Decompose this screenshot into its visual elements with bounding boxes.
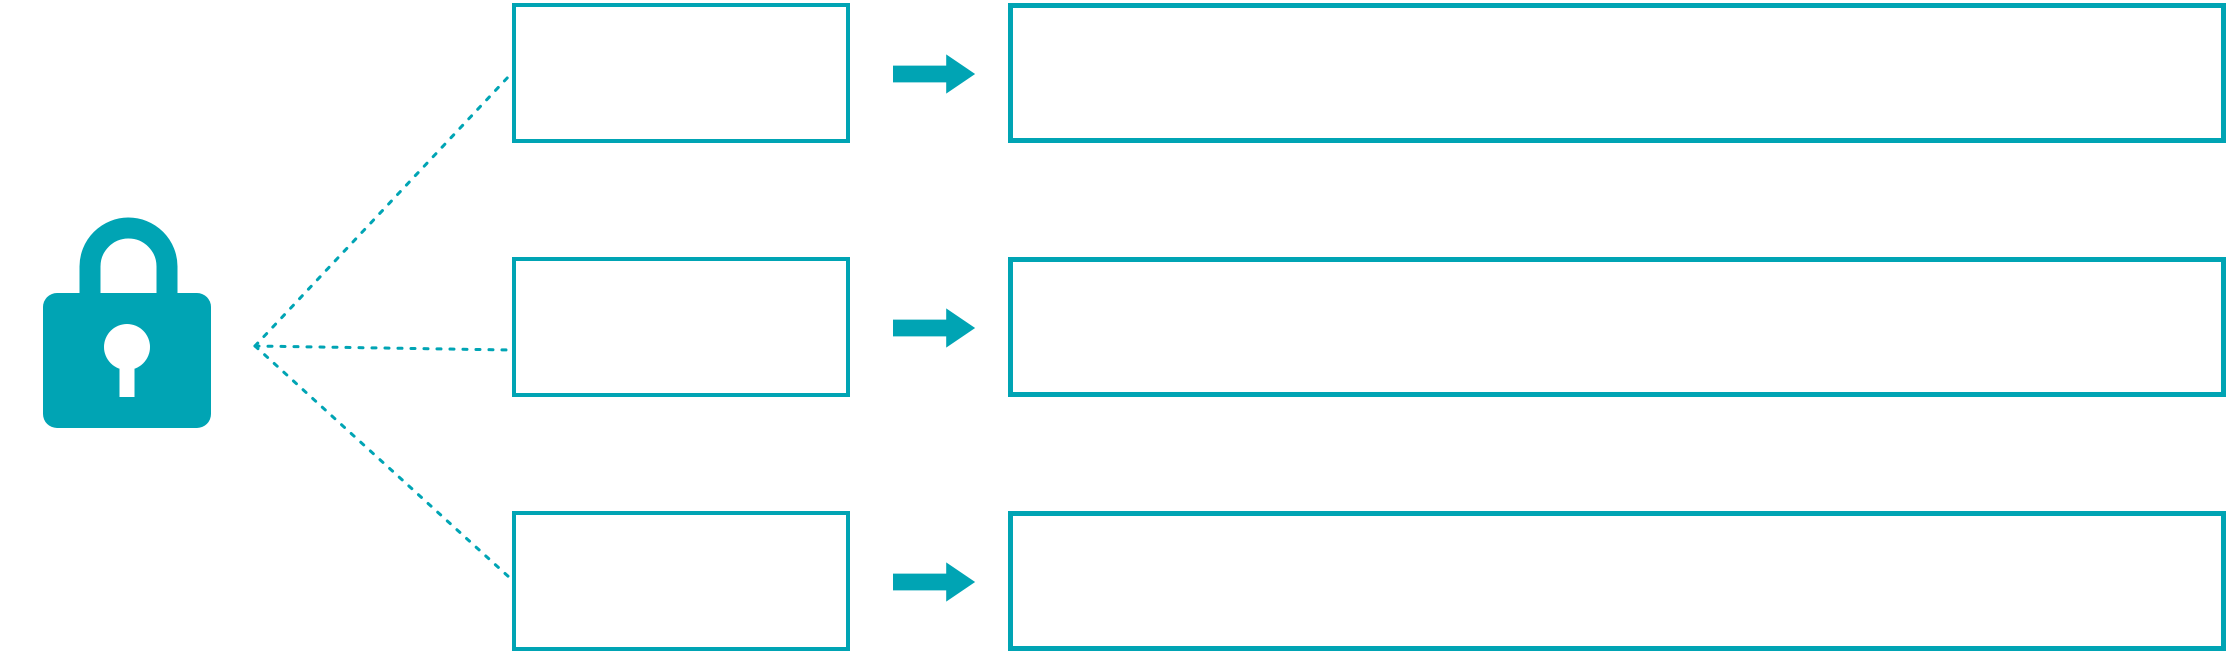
lock-icon bbox=[43, 217, 211, 428]
result-box-1 bbox=[1008, 3, 2226, 143]
arrow-right-shape bbox=[893, 54, 976, 94]
dotted-connector-top bbox=[253, 73, 512, 348]
result-box-2 bbox=[1008, 257, 2226, 397]
arrow-right-shape bbox=[893, 562, 976, 602]
arrow-right-icon bbox=[893, 54, 976, 94]
source-box-2 bbox=[512, 257, 850, 397]
arrow-right-icon bbox=[893, 562, 976, 602]
result-box-3 bbox=[1008, 511, 2226, 651]
lock-shackle bbox=[79, 217, 178, 308]
arrow-right-shape bbox=[893, 308, 976, 348]
dotted-connector-middle bbox=[253, 344, 512, 352]
source-box-3 bbox=[512, 511, 850, 651]
lock-keyhole-stem bbox=[119, 347, 135, 397]
dotted-connector-bottom bbox=[253, 344, 512, 580]
source-box-1 bbox=[512, 3, 850, 143]
arrow-right-icon bbox=[893, 308, 976, 348]
